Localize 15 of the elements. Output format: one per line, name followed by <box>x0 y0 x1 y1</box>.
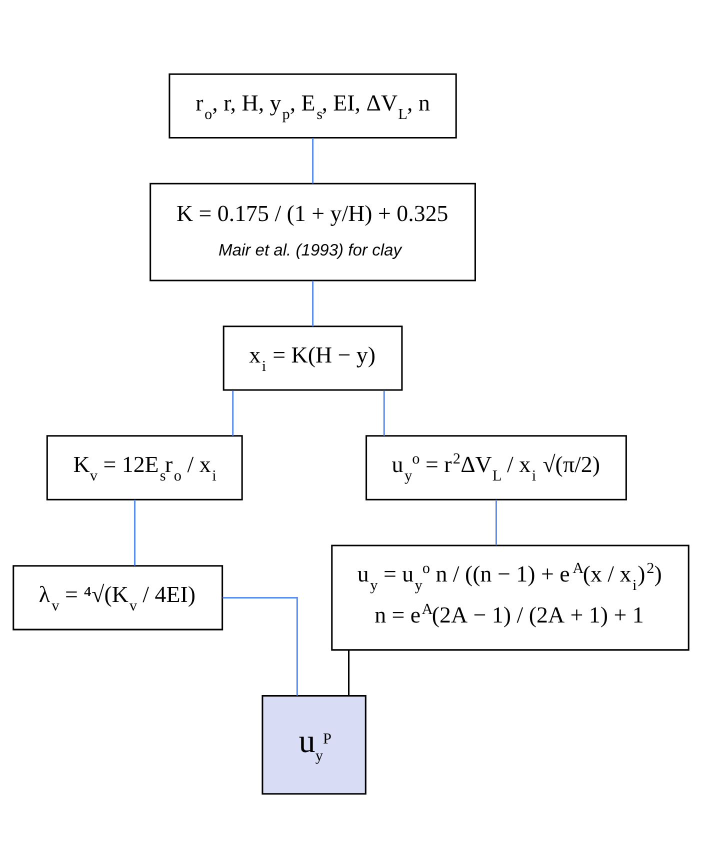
node-box: x$_{i}$ = K(H − y) <box>222 325 403 390</box>
node-box: u$_{y}$ = u$_{y}$$^{o}$ n / ((n − 1) + e$^{A}$(x / x$_{i}$)$^{2}$) n = e$^{A}$(2A − 1) / (2A + 1) + 1 <box>331 544 690 650</box>
connector <box>383 390 385 436</box>
connector <box>232 390 234 436</box>
node-box: K$_{v}$ = 12E$_{s}$r$_{o}$ / x$_{i}$ <box>46 434 243 500</box>
node-box: r$_{o}$, r, H, y$_{p}$, E$_{s}$, EI, ΔV$_{L}$, n <box>168 72 457 138</box>
node-box: λ$_{v}$ = ⁴√(K$_{v}$ / 4EI) <box>12 564 224 630</box>
connector <box>312 280 314 326</box>
node-box: u$_{y}$$^{o}$ = r$^{2}$ΔV$_{L}$ / x$_{i}$ √(π/2) <box>366 434 627 500</box>
connector <box>495 499 497 545</box>
connector <box>134 499 136 565</box>
connector <box>348 650 350 696</box>
connector <box>312 138 314 183</box>
node-box: K = 0.175 / (1 + y/H) + 0.325 Mair et al. (1993) for clay <box>150 182 476 281</box>
connector <box>222 596 298 695</box>
